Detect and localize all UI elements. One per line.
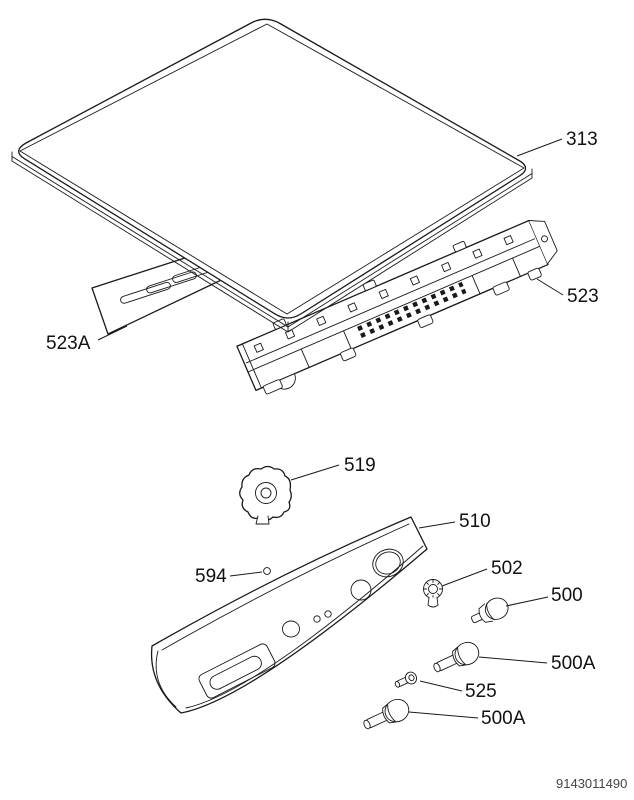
part-label-525: 525	[465, 681, 497, 702]
panel-indicator-hole	[313, 615, 321, 623]
bracket-slot	[120, 281, 171, 304]
button-cap	[484, 597, 509, 620]
crossmember-body	[236, 219, 549, 392]
panel-bottom-edge-line	[185, 545, 424, 709]
leader-594	[229, 571, 263, 577]
crossmember-top-lug	[362, 279, 377, 291]
crossmember-fold-lines	[241, 238, 541, 389]
part-525-plug-drawing	[394, 671, 418, 688]
worktop-rim	[11, 151, 533, 333]
crossmember-slot	[347, 302, 358, 313]
plug-body	[404, 671, 418, 685]
button-stem-end	[433, 662, 441, 673]
flange-outline	[239, 465, 292, 521]
part-labels: 313 523 523A 519 510 594 502 500 500A 52…	[46, 129, 599, 729]
flange-center-hole	[260, 487, 272, 499]
panel-body	[150, 516, 428, 714]
knob-knurling	[423, 579, 443, 599]
document-number: 9143011490	[556, 776, 627, 791]
part-label-594: 594	[195, 566, 227, 587]
part-510-control-panel-drawing	[150, 516, 428, 714]
knob-center	[428, 584, 438, 594]
button-stem-end	[363, 719, 371, 730]
crossmember-tab	[417, 314, 434, 328]
panel-button-hole-small	[282, 620, 300, 638]
worktop-inner-edge	[19, 23, 525, 315]
part-label-502: 502	[491, 558, 523, 579]
panel-indicator-hole	[324, 610, 332, 618]
leader-500a-lower	[408, 711, 479, 719]
crossmember-slot	[253, 342, 264, 353]
leader-502	[441, 568, 488, 587]
panel-button-hole	[350, 579, 372, 601]
leader-500	[505, 596, 549, 607]
panel-top-edge-line	[161, 523, 410, 651]
part-519-bracket-drawing	[239, 465, 292, 525]
panel-selector-hole-inner	[375, 551, 401, 575]
crossmember-slot	[409, 275, 420, 286]
flange-tab	[255, 515, 270, 525]
part-500a-lower-button-drawing	[363, 698, 410, 730]
part-500a-upper-button-drawing	[433, 641, 480, 673]
worktop-surface	[18, 18, 527, 319]
plug-stem-end	[394, 681, 401, 688]
leader-519	[290, 464, 340, 481]
flange-hub	[255, 482, 277, 504]
crossmember-tab	[492, 281, 510, 296]
crossmember-end-hole	[541, 235, 548, 243]
leader-313	[516, 138, 563, 157]
part-313-worktop-drawing	[11, 18, 533, 333]
leader-500a-upper	[478, 656, 548, 664]
part-label-313: 313	[566, 129, 598, 150]
part-523-crossmember-drawing	[236, 219, 558, 395]
button-cap-contour	[457, 647, 466, 665]
part-label-523: 523	[567, 286, 599, 307]
crossmember-slot	[316, 315, 327, 326]
button-cap-contour	[486, 603, 495, 621]
crossmember-slot	[472, 248, 483, 259]
part-label-519: 519	[344, 455, 376, 476]
crossmember-tab	[263, 379, 283, 395]
panel-handle-slot	[209, 655, 262, 690]
leader-525	[419, 680, 463, 692]
crossmember-slot	[441, 262, 452, 273]
crossmember-end-plate	[528, 220, 558, 265]
part-500-button-drawing	[470, 597, 509, 624]
leader-lines	[97, 138, 564, 719]
part-label-500a-upper: 500A	[551, 653, 596, 674]
leader-523	[536, 278, 564, 296]
part-502-knob-drawing	[423, 579, 443, 608]
button-cap-contour	[387, 704, 396, 722]
crossmember-slot	[378, 288, 389, 300]
part-594-screw-drawing	[263, 567, 271, 575]
part-label-523a: 523A	[46, 333, 91, 354]
crossmember-tab	[527, 267, 542, 281]
part-label-500a-lower: 500A	[481, 708, 526, 729]
plug-center	[408, 674, 415, 682]
crossmember-top-lug	[452, 240, 467, 253]
part-label-510: 510	[459, 511, 491, 532]
knob-shank	[427, 597, 439, 608]
part-label-500: 500	[551, 585, 583, 606]
panel-selector-hole	[372, 548, 404, 578]
leader-510	[418, 521, 456, 529]
bracket-slot	[146, 271, 197, 294]
leader-523a	[97, 325, 128, 341]
panel-handle-recess	[198, 643, 276, 699]
panel-endcap-line	[155, 650, 177, 708]
crossmember-tab	[340, 347, 357, 362]
crossmember-slot	[503, 235, 514, 246]
